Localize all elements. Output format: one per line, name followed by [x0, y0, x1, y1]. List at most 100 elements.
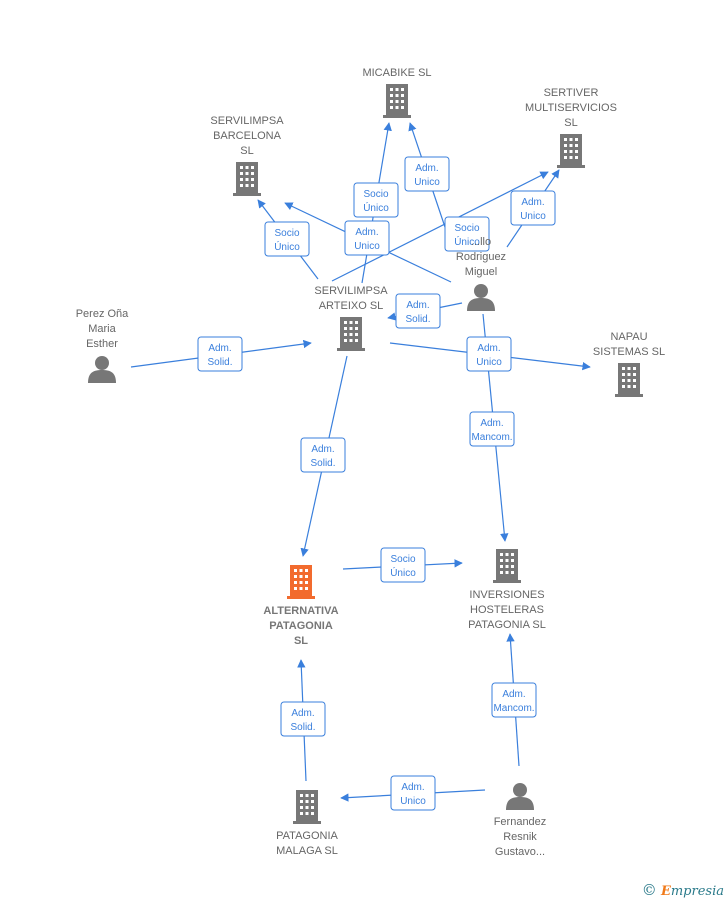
- copyright-icon: ©: [641, 881, 657, 899]
- building-icon: [493, 549, 521, 583]
- edge-label-rodriguez-to-servilimpsa_bcn[interactable]: Adm. Unico: [344, 220, 390, 256]
- edge-label-text: Adm.: [406, 300, 429, 311]
- person-icon: [88, 356, 116, 383]
- edge-label-perez-to-servilimpsa_art[interactable]: Adm. Solid.: [197, 336, 243, 372]
- node-sertiver[interactable]: SERTIVER MULTISERVICIOS SL: [525, 87, 617, 168]
- node-label: BARCELONA: [213, 130, 282, 142]
- edge-label-text: Adm.: [311, 444, 334, 455]
- node-servilimpsa_bcn[interactable]: SERVILIMPSA BARCELONA SL: [210, 115, 284, 196]
- edge-label-servilimpsa_art-to-alternativa[interactable]: Adm. Solid.: [300, 437, 346, 473]
- edge-label-text: Adm.: [355, 227, 378, 238]
- node-label: INVERSIONES: [469, 589, 544, 601]
- node-label: SL: [240, 145, 253, 157]
- building-icon: [557, 134, 585, 168]
- node-label: ...llo: [471, 236, 491, 248]
- node-inversiones[interactable]: INVERSIONES HOSTELERAS PATAGONIA SL: [468, 549, 546, 631]
- node-label: Gustavo...: [495, 846, 545, 858]
- node-label: NAPAU: [610, 331, 647, 343]
- node-patagonia_malaga[interactable]: PATAGONIA MALAGA SL: [276, 790, 339, 857]
- edge-label-fernandez-to-inversiones[interactable]: Adm. Mancom.: [491, 682, 537, 718]
- edge-label-text: Socio: [363, 189, 388, 200]
- logo-text: mpresia: [670, 884, 724, 899]
- edge-label-text: Adm.: [415, 163, 438, 174]
- edge-label-text: Unico: [476, 357, 502, 368]
- node-label: SERVILIMPSA: [210, 115, 284, 127]
- edge-label-text: Adm.: [477, 343, 500, 354]
- node-label: Rodriguez: [456, 251, 506, 263]
- node-label: MALAGA SL: [276, 845, 338, 857]
- building-icon: [615, 363, 643, 397]
- edge-label-text: Adm.: [502, 689, 525, 700]
- edge-label-text: Único: [363, 201, 389, 214]
- edge-label-text: Único: [390, 566, 416, 579]
- edge-label-rodriguez-to-micabike[interactable]: Adm. Unico: [404, 156, 450, 192]
- node-label: Perez Oña: [76, 308, 129, 320]
- node-micabike[interactable]: MICABIKE SL: [362, 67, 432, 118]
- edge-label-text: Solid.: [405, 314, 430, 325]
- node-label: MICABIKE SL: [362, 67, 431, 79]
- node-napau[interactable]: NAPAU SISTEMAS SL: [593, 331, 665, 397]
- edge-label-text: Único: [274, 240, 300, 253]
- edge-label-servilimpsa_art-to-napau[interactable]: Adm. Unico: [466, 336, 512, 372]
- edge-label-text: Adm.: [291, 708, 314, 719]
- node-label: PATAGONIA SL: [468, 619, 546, 631]
- edge-label-text: Único: [454, 235, 480, 248]
- edge-label-text: Unico: [414, 177, 440, 188]
- edge-label-patagonia_malaga-to-alternativa[interactable]: Adm. Solid.: [280, 701, 326, 737]
- edge-label-text: Mancom.: [493, 703, 534, 714]
- node-label: PATAGONIA: [269, 620, 333, 632]
- edge-label-text: Adm.: [521, 197, 544, 208]
- building-icon: [337, 317, 365, 351]
- node-label: Resnik: [503, 831, 537, 843]
- edge-label-text: Solid.: [207, 357, 232, 368]
- empresia-logo: © Empresia: [642, 881, 724, 899]
- building-icon: [287, 565, 315, 599]
- node-label: PATAGONIA: [276, 830, 338, 842]
- logo-initial: E: [660, 884, 671, 899]
- node-label: ARTEIXO SL: [319, 300, 384, 312]
- node-label: SL: [294, 635, 308, 647]
- edge-label-text: Unico: [520, 211, 546, 222]
- node-label: Maria: [88, 323, 116, 335]
- node-label: Esther: [86, 338, 118, 350]
- node-label: MULTISERVICIOS: [525, 102, 617, 114]
- node-label: SERTIVER: [544, 87, 599, 99]
- node-fernandez[interactable]: FernandezResnikGustavo...: [494, 783, 547, 858]
- edge-label-text: Solid.: [310, 458, 335, 469]
- node-label: SISTEMAS SL: [593, 346, 665, 358]
- edge-label-text: Socio: [274, 228, 299, 239]
- edge-label-text: Solid.: [290, 722, 315, 733]
- edge-label-text: Socio: [390, 554, 415, 565]
- edge-label-rodriguez-to-inversiones[interactable]: Adm. Mancom.: [469, 411, 515, 447]
- building-icon: [233, 162, 261, 196]
- edge-label-text: Adm.: [208, 343, 231, 354]
- node-label: Fernandez: [494, 816, 547, 828]
- edge-label-text: Unico: [354, 241, 380, 252]
- node-label: HOSTELERAS: [470, 604, 544, 616]
- person-icon: [467, 284, 495, 311]
- node-label: SERVILIMPSA: [314, 285, 388, 297]
- person-icon: [506, 783, 534, 810]
- edge-label-text: Socio: [454, 223, 479, 234]
- edge-label-fernandez-to-patagonia_malaga[interactable]: Adm. Unico: [390, 775, 436, 811]
- edge-label-text: Mancom.: [471, 432, 512, 443]
- building-icon: [293, 790, 321, 824]
- edge-label-rodriguez-to-servilimpsa_art[interactable]: Adm. Solid.: [395, 293, 441, 329]
- edge-label-text: Unico: [400, 796, 426, 807]
- edge-label-text: Adm.: [401, 782, 424, 793]
- node-alternativa[interactable]: ALTERNATIVA PATAGONIA SL: [263, 565, 339, 647]
- edge-label-rodriguez-to-sertiver[interactable]: Adm. Unico: [510, 190, 556, 226]
- edge-label-text: Adm.: [480, 418, 503, 429]
- node-label: SL: [564, 117, 577, 129]
- node-label: ALTERNATIVA: [263, 605, 338, 617]
- building-icon: [383, 84, 411, 118]
- node-label: Miguel: [465, 266, 497, 278]
- node-servilimpsa_art[interactable]: SERVILIMPSA ARTEIXO SL: [314, 285, 388, 351]
